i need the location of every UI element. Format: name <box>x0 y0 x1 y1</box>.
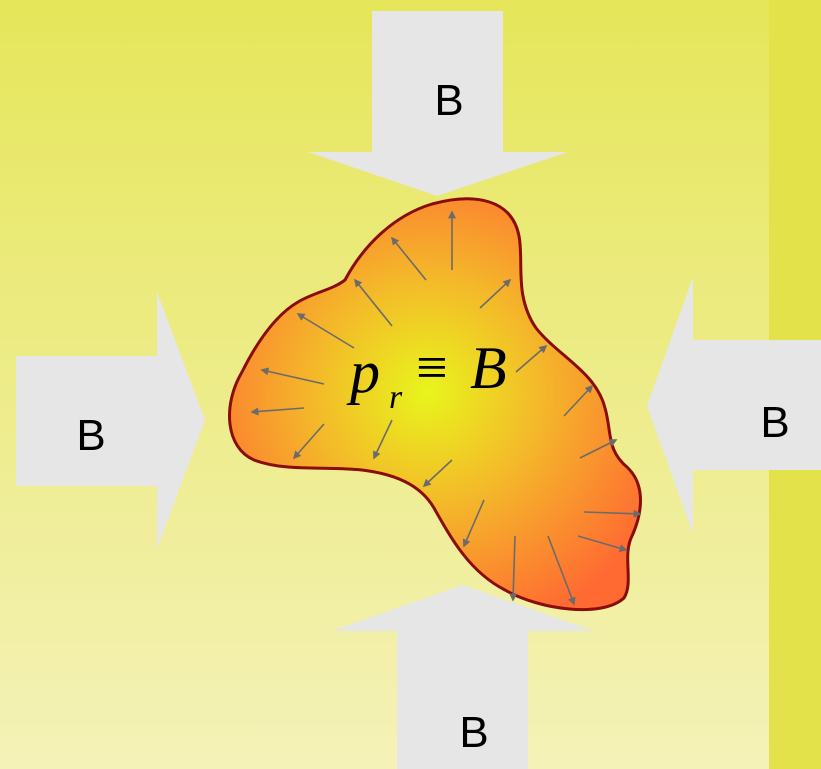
pressure-vector <box>250 407 305 416</box>
formula-operator: ≡ <box>416 337 448 399</box>
bag-region <box>228 197 642 612</box>
right-arrow-label: B <box>760 398 789 447</box>
pressure-vector <box>547 535 576 606</box>
pressure-vector <box>260 367 325 385</box>
formula-rhs: B <box>470 335 507 401</box>
top-arrow: B <box>308 11 568 196</box>
pressure-vector <box>390 236 427 281</box>
formula-subscript: r <box>389 379 403 416</box>
pressure-vector <box>373 419 393 460</box>
pressure-vector <box>353 278 393 327</box>
top-arrow-label: B <box>434 76 463 125</box>
pressure-vector <box>515 344 548 373</box>
pressure-vector <box>577 535 628 553</box>
pressure-vector <box>422 459 453 488</box>
left-arrow-label: B <box>76 411 105 460</box>
pressure-vector <box>296 313 355 349</box>
formula-p: p <box>346 339 380 405</box>
pressure-vector <box>583 509 642 518</box>
bottom-arrow: B <box>332 585 594 769</box>
pressure-equation: p r ≡ B <box>346 335 507 416</box>
pressure-vector <box>479 278 512 309</box>
pressure-vector <box>292 423 325 460</box>
right-arrow: B <box>647 277 821 534</box>
pressure-vectors <box>250 210 642 606</box>
pressure-vector <box>462 499 485 548</box>
pressure-vector <box>509 535 518 602</box>
bottom-arrow-label: B <box>459 708 488 757</box>
left-arrow: B <box>16 292 205 549</box>
pressure-vector <box>579 439 618 459</box>
pressure-vector <box>563 384 594 417</box>
